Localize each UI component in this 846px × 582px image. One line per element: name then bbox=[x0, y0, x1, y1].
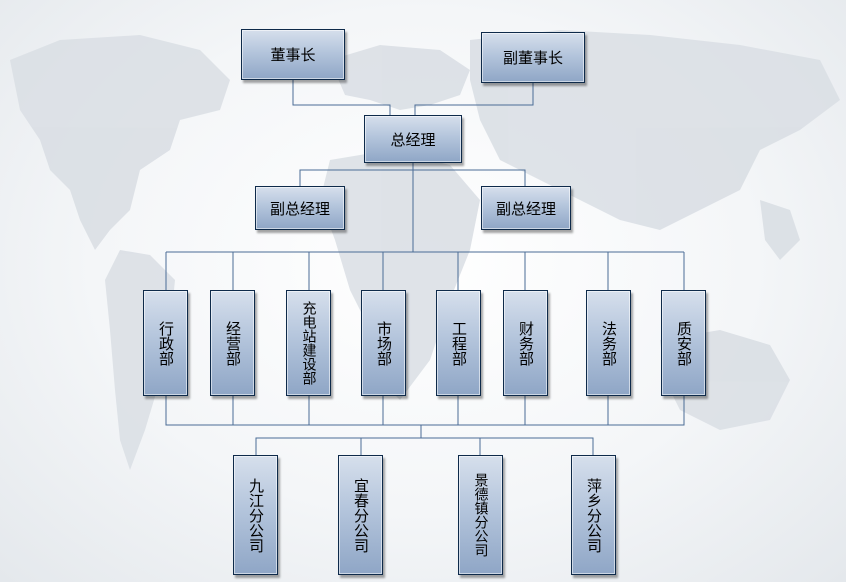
department-box: 经营部 bbox=[210, 290, 255, 396]
department-label: 市场部 bbox=[375, 320, 393, 366]
department-label: 充电站建设部 bbox=[300, 301, 317, 385]
branch-label: 萍乡分公司 bbox=[585, 477, 603, 553]
department-box: 市场部 bbox=[361, 290, 406, 396]
vice-chairman-label: 副董事长 bbox=[502, 49, 563, 67]
department-label: 行政部 bbox=[157, 320, 175, 366]
department-label: 经营部 bbox=[224, 320, 242, 366]
department-box: 质安部 bbox=[661, 290, 706, 396]
department-box: 法务部 bbox=[586, 290, 631, 396]
department-label: 质安部 bbox=[675, 320, 693, 366]
general-manager-label: 总经理 bbox=[390, 130, 436, 149]
department-label: 法务部 bbox=[600, 320, 618, 366]
branch-label: 宜春分公司 bbox=[352, 477, 370, 553]
department-box: 行政部 bbox=[143, 290, 188, 396]
department-box: 财务部 bbox=[503, 290, 548, 396]
branch-box: 萍乡分公司 bbox=[571, 455, 616, 575]
chairman-label: 董事长 bbox=[270, 46, 316, 64]
branch-label: 景德镇分公司 bbox=[472, 473, 489, 557]
deputy-gm-label: 副总经理 bbox=[269, 199, 330, 218]
branch-box: 景德镇分公司 bbox=[458, 455, 503, 575]
department-box: 充电站建设部 bbox=[286, 290, 331, 396]
department-label: 工程部 bbox=[450, 320, 468, 366]
deputy-gm-box-right: 副总经理 bbox=[481, 186, 571, 230]
general-manager-box: 总经理 bbox=[364, 115, 462, 163]
department-box: 工程部 bbox=[436, 290, 481, 396]
deputy-gm-label: 副总经理 bbox=[495, 199, 556, 218]
department-label: 财务部 bbox=[517, 320, 535, 366]
branch-box: 九江分公司 bbox=[233, 455, 278, 575]
branch-box: 宜春分公司 bbox=[338, 455, 383, 575]
vice-chairman-box: 副董事长 bbox=[481, 32, 585, 83]
chairman-box: 董事长 bbox=[241, 29, 345, 80]
deputy-gm-box-left: 副总经理 bbox=[255, 186, 345, 230]
branch-label: 九江分公司 bbox=[247, 477, 265, 553]
